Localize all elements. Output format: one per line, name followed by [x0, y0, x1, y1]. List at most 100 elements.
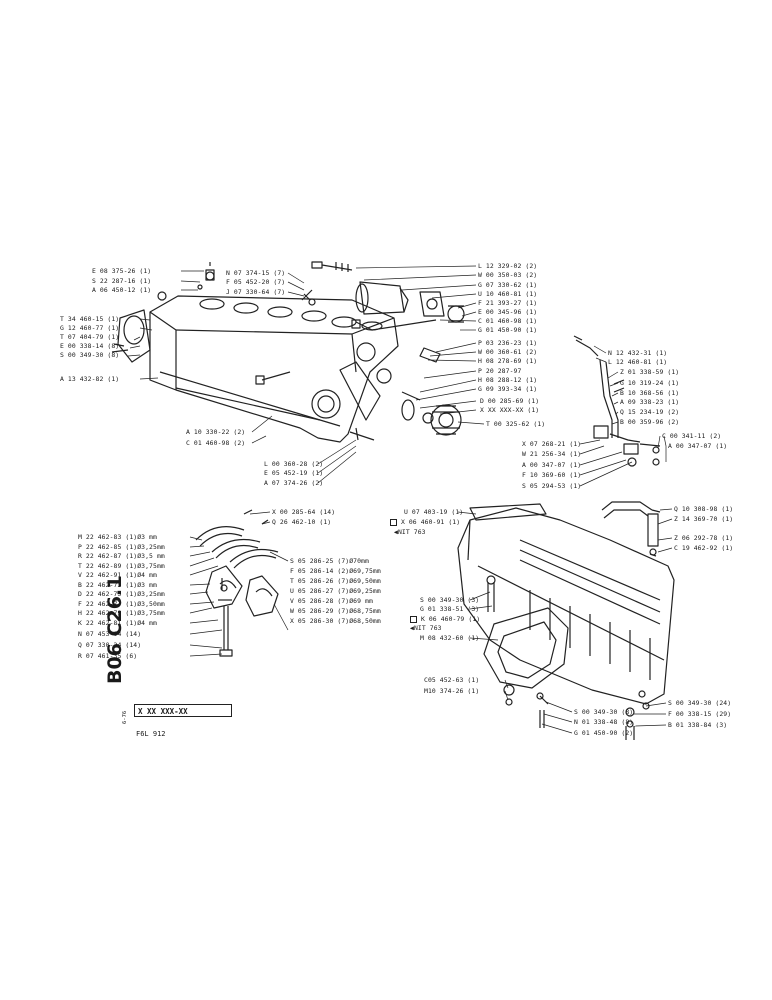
part-label: T 22 462-89 (1)Ø3,75mm: [78, 562, 165, 570]
part-label: T 05 286-26 (7)Ø69,50mm: [290, 577, 381, 585]
engine-model: F6L 912: [136, 730, 166, 738]
part-label: F 21 393-27 (1): [478, 299, 538, 307]
part-label: W 05 286-29 (7)Ø68,75mm: [290, 607, 381, 615]
part-label: ◀NIT 763: [394, 528, 426, 536]
part-label: H 08 288-12 (1): [478, 376, 538, 384]
sheet-date: 6-76: [122, 710, 128, 724]
part-label: F 05 286-14 (2)Ø69,75mm: [290, 567, 381, 575]
part-label: A 06 450-12 (1): [92, 286, 152, 294]
part-label: S 05 294-53 (1): [522, 482, 582, 490]
part-label: G 01 338-51 (3): [420, 605, 480, 613]
part-label: A 09 338-23 (1): [620, 398, 680, 406]
part-label: N 12 432-31 (1): [608, 349, 668, 357]
part-label: E 05 452-19 (1): [264, 469, 324, 477]
breather-pipe: [573, 335, 661, 467]
leader-lines: [127, 265, 673, 734]
part-label: P 22 462-85 (1)Ø3,25mm: [78, 543, 165, 551]
part-label: Q 15 234-19 (2): [620, 408, 680, 416]
part-label: S 00 349-30 (8): [60, 351, 120, 359]
part-label: X 07 268-21 (1): [522, 440, 582, 448]
part-label: A 13 432-82 (1): [60, 375, 120, 383]
part-label: M 22 462-83 (1)Ø3 mm: [78, 533, 157, 541]
part-label-text: X 06 460-91 (1): [400, 518, 461, 526]
oil-pump-assembly: [311, 261, 465, 436]
part-label: A 10 330-22 (2): [186, 428, 246, 436]
sheet-code: B06 C26.1: [104, 575, 126, 684]
part-label: H 22 462-79 (1)Ø3,75mm: [78, 609, 165, 617]
part-label: N 01 338-48 (8): [574, 718, 634, 726]
nit-symbol-icon: [410, 615, 417, 623]
part-label: G 01 450-90 (2): [574, 729, 634, 737]
part-label: Q 10 308-98 (1): [674, 505, 734, 513]
part-label: Z 14 369-70 (1): [674, 515, 734, 523]
part-label: G 10 319-24 (1): [620, 379, 680, 387]
part-label: A 00 347-07 (1): [522, 461, 582, 469]
part-label: E 00 345-96 (1): [478, 308, 538, 316]
part-label: U 10 460-81 (1): [478, 290, 538, 298]
part-label: W 21 256-34 (1): [522, 450, 582, 458]
part-label: F 05 452-20 (7): [226, 278, 286, 286]
part-label: E 00 338-14 (8): [60, 342, 120, 350]
part-code-box: X XX XXX-XX: [134, 704, 232, 717]
part-label: C 00 341-11 (2): [662, 432, 722, 440]
part-label: C05 452-63 (1): [424, 676, 480, 684]
part-label: S 22 287-16 (1): [92, 277, 152, 285]
part-label: F 10 369-60 (1): [522, 471, 582, 479]
part-label: G 12 460-77 (1): [60, 324, 120, 332]
part-label: C 01 460-98 (1): [478, 317, 538, 325]
part-label: G 09 393-34 (1): [478, 385, 538, 393]
part-label: F 22 462-77 (1)Ø3,50mm: [78, 600, 165, 608]
part-label: M 08 432-60 (1): [420, 634, 480, 642]
part-label: Q 07 330-24 (14): [78, 641, 142, 649]
bearing-shells: [195, 509, 279, 657]
crankcase-block: [111, 262, 399, 443]
part-label: A 00 347-07 (1): [668, 442, 728, 450]
part-label: B 00 359-96 (2): [620, 418, 680, 426]
part-label: H 08 278-69 (1): [478, 357, 538, 365]
part-label: X XX XXX-XX (1): [480, 406, 540, 414]
part-label: X 05 286-30 (7)Ø68,50mm: [290, 617, 381, 625]
part-label: R 22 462-87 (1)Ø3,5 mm: [78, 552, 165, 560]
part-label: T 00 325-62 (1): [486, 420, 546, 428]
part-label: B 01 338-84 (3): [668, 721, 728, 729]
part-label: L 12 329-02 (2): [478, 262, 538, 270]
part-label: A 07 374-26 (2): [264, 479, 324, 487]
part-label: S 00 349-30 (8): [574, 708, 634, 716]
part-label: V 05 286-28 (7)Ø69 mm: [290, 597, 373, 605]
part-label: T 34 460-15 (1): [60, 315, 120, 323]
part-label: N 07 453-04 (14): [78, 630, 142, 638]
nit-arrow-icon: ◀: [394, 528, 398, 536]
part-label: B 10 368-56 (1): [620, 389, 680, 397]
part-label: D 00 285-69 (1): [480, 397, 540, 405]
part-label: U 07 403-19 (1): [404, 508, 464, 516]
part-label: X 00 285-64 (14): [272, 508, 336, 516]
part-label: K 06 460-79 (1): [410, 615, 480, 623]
part-label-text: K 06 460-79 (1): [420, 615, 481, 623]
part-label-text: NIT 763: [413, 624, 442, 632]
part-label: J 07 330-64 (7): [226, 288, 286, 296]
part-label: M10 374-26 (1): [424, 687, 480, 695]
part-label: B 22 462-73 (1)Ø3 mm: [78, 581, 157, 589]
part-label: P 03 236-23 (1): [478, 339, 538, 347]
oil-sump: [457, 503, 675, 740]
nit-symbol-icon: [390, 518, 397, 526]
part-label: U 05 286-27 (7)Ø69,25mm: [290, 587, 381, 595]
part-label: Q 26 462-10 (1): [272, 518, 332, 526]
part-label: K 22 462-81 (1)Ø4 mm: [78, 619, 157, 627]
part-label: S 00 349-30 (24): [668, 699, 732, 707]
part-label: W 00 350-03 (2): [478, 271, 538, 279]
part-label: ◀NIT 763: [410, 624, 442, 632]
part-label: V 22 462-91 (1)Ø4 mm: [78, 571, 157, 579]
part-label: C 01 460-98 (2): [186, 439, 246, 447]
part-label: F 00 338-15 (29): [668, 710, 732, 718]
part-label: W 00 360-61 (2): [478, 348, 538, 356]
part-label: Z 06 292-78 (1): [674, 534, 734, 542]
part-label: L 12 460-81 (1): [608, 358, 668, 366]
part-label: X 06 460-91 (1): [390, 518, 460, 526]
part-label: R 07 461-35 (6): [78, 652, 138, 660]
part-label-text: NIT 763: [397, 528, 426, 536]
part-label: T 07 404-79 (1): [60, 333, 120, 341]
nit-arrow-icon: ◀: [410, 624, 414, 632]
